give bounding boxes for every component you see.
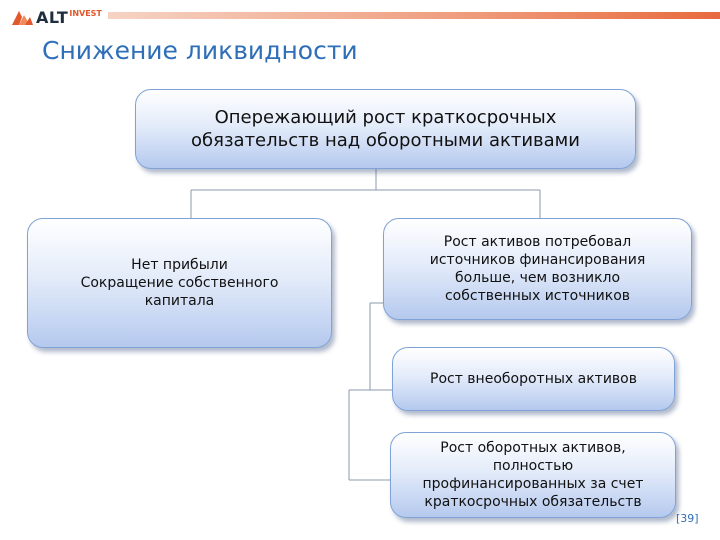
box-noncurrent-assets: Рост внеоборотных активов (392, 347, 675, 411)
logo-text-alt: ALT (36, 7, 69, 27)
page-number: [39] (676, 512, 699, 525)
slide-title: Снижение ликвидности (42, 36, 358, 65)
box-current-assets: Рост оборотных активов, полностью профин… (390, 432, 676, 518)
altinvest-logo: ALT INVEST (10, 6, 102, 28)
header-accent-bar (108, 12, 720, 19)
box-assets-growth: Рост активов потребовал источников финан… (383, 218, 692, 320)
box-liabilities-growth: Опережающий рост краткосрочных обязатель… (135, 89, 636, 169)
logo-text-invest: INVEST (69, 8, 102, 18)
logo-mark-icon (12, 11, 33, 25)
box-no-profit: Нет прибыли Сокращение собственного капи… (27, 218, 332, 348)
